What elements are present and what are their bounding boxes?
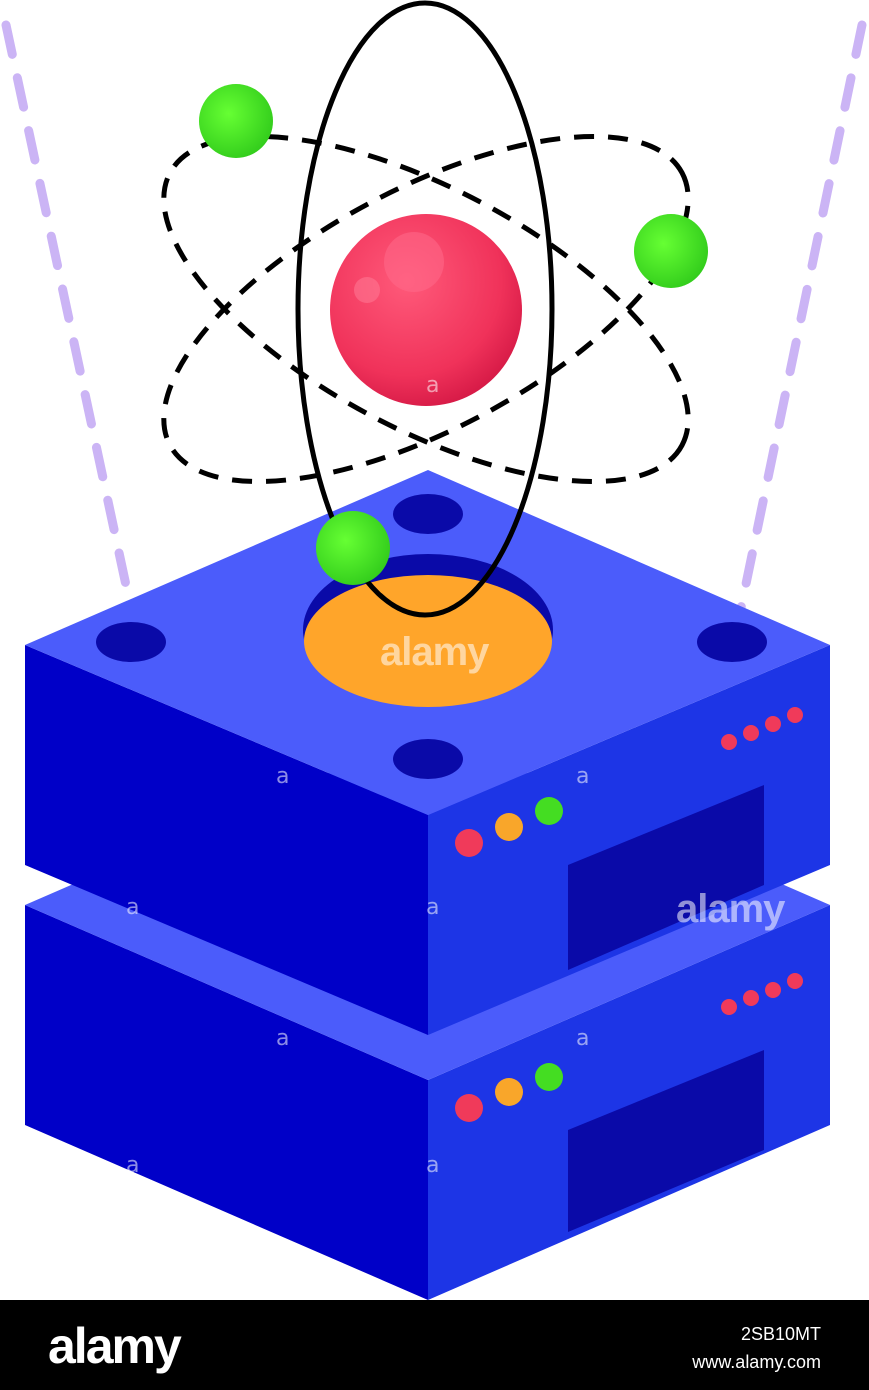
electron	[634, 214, 708, 288]
nucleus-highlight	[384, 232, 444, 292]
indicator-dot	[765, 716, 781, 732]
led-orange	[495, 813, 523, 841]
electron	[199, 84, 273, 158]
orbit-dashed	[161, 133, 691, 485]
watermark-small: a	[126, 1153, 139, 1178]
alamy-logo: alamy	[48, 1318, 182, 1374]
led-red	[455, 829, 483, 857]
watermark-small: a	[576, 764, 589, 789]
nucleus-highlight	[354, 277, 380, 303]
watermark-big: alamy	[676, 887, 786, 931]
status-leds-upper	[455, 707, 803, 857]
indicator-dot	[743, 725, 759, 741]
orbit-solid	[295, 0, 555, 618]
led-orange	[495, 1078, 523, 1106]
hole	[393, 739, 463, 779]
beam-right	[731, 20, 867, 637]
watermark-small: a	[426, 373, 439, 398]
watermark-small: a	[426, 1153, 439, 1178]
watermark-big: alamy	[380, 630, 490, 674]
status-leds-lower	[455, 973, 803, 1122]
atom-server-illustration: alamy alamy a a a a a a a a a	[1, 0, 867, 1300]
watermark-small: a	[276, 1026, 289, 1051]
indicator-dot	[765, 982, 781, 998]
hole	[393, 494, 463, 534]
atom-icon	[161, 0, 708, 618]
indicator-dot	[721, 999, 737, 1015]
indicator-dot	[743, 990, 759, 1006]
watermark-small: a	[126, 895, 139, 920]
beam-left	[1, 20, 141, 637]
portal	[303, 554, 553, 707]
watermark-small: a	[276, 764, 289, 789]
watermark-small: a	[576, 1026, 589, 1051]
image-id: 2SB10MT	[740, 1324, 821, 1344]
image-id-block: 2SB10MT www.alamy.com	[692, 1320, 821, 1376]
server-stack-icon	[25, 470, 830, 1300]
site-url: www.alamy.com	[692, 1352, 821, 1372]
indicator-dot	[721, 734, 737, 750]
electron	[316, 511, 390, 585]
watermark-small: a	[426, 895, 439, 920]
hole	[96, 622, 166, 662]
beam-lines	[1, 20, 867, 637]
hole	[697, 622, 767, 662]
led-green	[535, 797, 563, 825]
server-unit-upper	[25, 470, 830, 1035]
led-green	[535, 1063, 563, 1091]
watermark: alamy alamy a a a a a a a a a	[126, 373, 787, 1178]
top-holes	[96, 494, 767, 779]
led-red	[455, 1094, 483, 1122]
stock-footer-bar: alamy 2SB10MT www.alamy.com	[0, 1300, 869, 1390]
orbit-dashed	[161, 133, 691, 485]
indicator-dot	[787, 973, 803, 989]
nucleus	[330, 214, 522, 406]
indicator-dot	[787, 707, 803, 723]
